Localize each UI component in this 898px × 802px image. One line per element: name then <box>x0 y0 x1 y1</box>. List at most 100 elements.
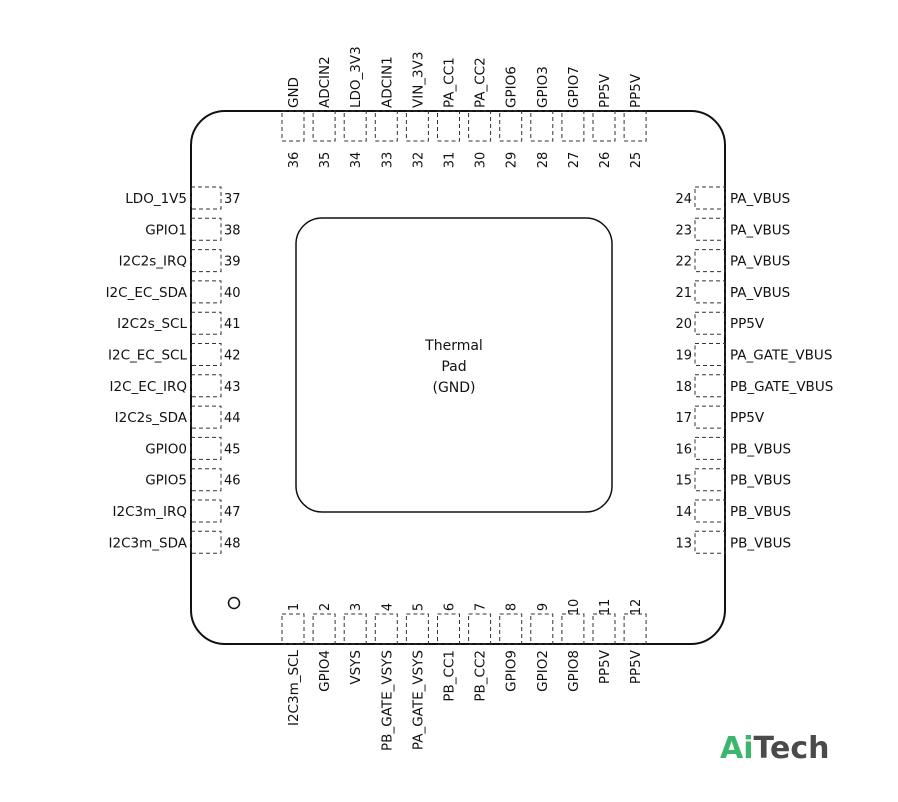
pin-number-16: 16 <box>675 442 692 457</box>
pin-name-29: GPIO6 <box>504 66 520 108</box>
pin-number-20: 20 <box>675 317 692 332</box>
pin-name-30: PA_CC2 <box>473 57 489 108</box>
logo-ai: Ai <box>720 731 754 766</box>
pin-name-36: GND <box>286 77 302 108</box>
pin-pad-21 <box>694 280 726 304</box>
pin-name-42: I2C_EC_SCL <box>108 348 187 364</box>
pin-number-38: 38 <box>224 223 241 238</box>
pin-number-3: 3 <box>349 603 364 611</box>
pin-name-27: GPIO7 <box>566 66 582 108</box>
pin-number-21: 21 <box>675 286 692 301</box>
pin-pad-19 <box>694 343 726 366</box>
pin-pad-4 <box>374 613 398 645</box>
pin-pad-7 <box>468 613 492 645</box>
pin-pad-2 <box>312 613 336 645</box>
pin-pad-18 <box>694 374 726 398</box>
pin-number-14: 14 <box>675 505 692 520</box>
pin-name-26: PP5V <box>597 73 613 108</box>
pin-number-11: 11 <box>598 599 613 616</box>
pin-name-46: GPIO5 <box>145 473 187 489</box>
pin-name-35: ADCIN2 <box>317 56 333 108</box>
pin-name-2: GPIO4 <box>317 650 333 692</box>
pin-pad-28 <box>530 110 554 142</box>
pin-name-43: I2C_EC_IRQ <box>110 379 187 395</box>
pin-pad-36 <box>281 110 305 142</box>
pin-number-43: 43 <box>224 380 241 395</box>
pin-pad-32 <box>405 110 429 142</box>
pin-name-22: PA_VBUS <box>730 254 790 270</box>
pin-name-41: I2C2s_SCL <box>117 316 187 332</box>
pin-name-7: PB_CC2 <box>473 650 489 702</box>
pin-pad-16 <box>694 436 726 460</box>
pin-number-19: 19 <box>675 349 692 364</box>
pin-number-1: 1 <box>287 603 302 611</box>
pin-pad-40 <box>190 280 222 304</box>
thermal-pad-label-line1: Thermal <box>424 338 483 354</box>
pin-name-25: PP5V <box>628 73 644 108</box>
pin-name-37: LDO_1V5 <box>125 191 187 207</box>
pin-name-8: GPIO9 <box>504 650 520 692</box>
pin-name-38: GPIO1 <box>145 222 187 238</box>
pin-number-7: 7 <box>474 603 489 611</box>
pin-pad-5 <box>405 613 429 645</box>
pin-name-44: I2C2s_SDA <box>115 410 188 426</box>
pin-number-34: 34 <box>349 152 364 169</box>
pin-name-17: PP5V <box>730 410 765 426</box>
pin-number-40: 40 <box>224 286 241 301</box>
pin-number-46: 46 <box>224 474 241 489</box>
pin-name-31: PA_CC1 <box>442 57 458 108</box>
pin-pad-8 <box>499 613 523 645</box>
pin-number-12: 12 <box>629 599 644 616</box>
pin-number-26: 26 <box>598 152 613 169</box>
pin-name-4: PB_GATE_VSYS <box>379 650 395 751</box>
pin-number-35: 35 <box>318 152 333 169</box>
pin-name-23: PA_VBUS <box>730 222 790 238</box>
pin-name-16: PB_VBUS <box>730 441 791 457</box>
pin-pad-14 <box>694 499 726 523</box>
pin-pad-23 <box>694 217 726 241</box>
pin-pad-15 <box>694 468 726 492</box>
pin-pad-17 <box>694 405 726 429</box>
pin-number-23: 23 <box>675 223 692 238</box>
pin-pad-24 <box>694 186 726 210</box>
pin-pad-33 <box>374 110 398 142</box>
pin-pad-1 <box>281 613 305 645</box>
pin-number-33: 33 <box>380 152 395 169</box>
pin-pad-48 <box>190 530 222 554</box>
pin-name-9: GPIO2 <box>535 650 551 692</box>
pin-pad-31 <box>437 110 460 142</box>
pin-number-4: 4 <box>380 603 395 611</box>
pin-name-45: GPIO0 <box>145 441 187 457</box>
pin-pad-35 <box>312 110 336 142</box>
pin-name-6: PB_CC1 <box>442 650 458 702</box>
pin-pad-10 <box>561 613 585 645</box>
pin-number-36: 36 <box>287 152 302 169</box>
pin-number-22: 22 <box>675 255 692 270</box>
chip-body <box>190 110 726 645</box>
pin-name-34: LDO_3V3 <box>348 46 364 108</box>
pin-number-30: 30 <box>474 152 489 169</box>
pin-pad-27 <box>561 110 585 142</box>
pin-pad-11 <box>592 613 616 645</box>
pin-name-10: GPIO8 <box>566 650 582 692</box>
pin-name-12: PP5V <box>628 649 644 684</box>
pins-layer: 36GND35ADCIN234LDO_3V333ADCIN132VIN_3V33… <box>106 46 834 751</box>
pin-number-13: 13 <box>675 536 692 551</box>
pin-number-45: 45 <box>224 442 241 457</box>
pin-pad-25 <box>623 110 647 142</box>
pin-name-13: PB_VBUS <box>730 535 791 551</box>
pin-number-47: 47 <box>224 505 241 520</box>
pin-number-42: 42 <box>224 349 241 364</box>
pin-name-47: I2C3m_IRQ <box>113 504 187 520</box>
pin-name-40: I2C_EC_SDA <box>106 285 188 301</box>
pin-pad-44 <box>190 405 222 429</box>
thermal-pad <box>295 217 613 513</box>
pin-name-24: PA_VBUS <box>730 191 790 207</box>
pin-number-18: 18 <box>675 380 692 395</box>
pin-number-31: 31 <box>443 152 458 169</box>
pin-number-39: 39 <box>224 255 241 270</box>
pin-number-48: 48 <box>224 536 241 551</box>
pin-number-32: 32 <box>411 152 426 169</box>
pin-pad-13 <box>694 530 726 554</box>
pin-number-17: 17 <box>675 411 692 426</box>
